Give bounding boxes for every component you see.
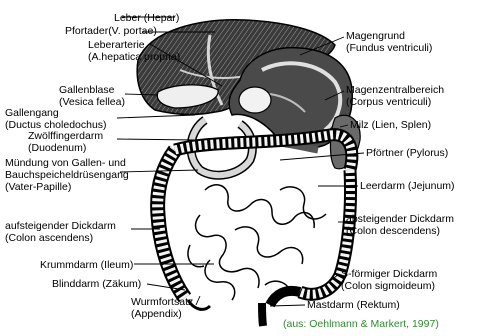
source-caption: (aus: Oehlmann & Markert, 1997) xyxy=(283,318,439,330)
label-liver: Leber (Hepar) xyxy=(114,12,179,24)
label-caecum: Blinddarm (Zäkum) xyxy=(52,278,141,290)
label-portal-vein: Pfortader(V. portae) xyxy=(65,25,157,37)
label-rectum: Mastdarm (Rektum) xyxy=(307,299,400,311)
small-intestine-shape xyxy=(188,185,326,300)
label-jejunum: Leerdarm (Jejunum) xyxy=(360,180,455,192)
label-bile-duct: Gallengang (Ductus choledochus) xyxy=(5,107,107,131)
label-pylorus: Pförtner (Pylorus) xyxy=(366,147,448,159)
label-fundus: Magengrund (Fundus ventriculi) xyxy=(346,30,432,54)
label-colon-descendens: absteigender Dickdarm (Colon descendens) xyxy=(346,213,454,237)
label-duodenum: Zwölffingerdarm (Duodenum) xyxy=(28,130,103,154)
label-corpus: Magenzentralbereich (Corpus ventriculi) xyxy=(346,84,444,108)
label-appendix: Wurmfortsatz (Appendix) xyxy=(131,296,193,320)
label-colon-ascendens: aufsteigender Dickdarm (Colon ascendens) xyxy=(5,220,116,244)
label-hepatic-artery: Leberarterie (A.hepatica propria) xyxy=(88,39,180,63)
label-sigmoid: S-förmiger Dickdarm (Colon sigmoideum) xyxy=(341,268,437,292)
label-gallbladder: Gallenblase (Vesica fellea) xyxy=(59,84,125,108)
label-ileum: Krummdarm (Ileum) xyxy=(40,259,133,271)
label-spleen: Milz (Lien, Splen) xyxy=(350,119,431,131)
label-papilla: Mündung von Gallen- und Bauchspeicheldrü… xyxy=(5,157,129,193)
